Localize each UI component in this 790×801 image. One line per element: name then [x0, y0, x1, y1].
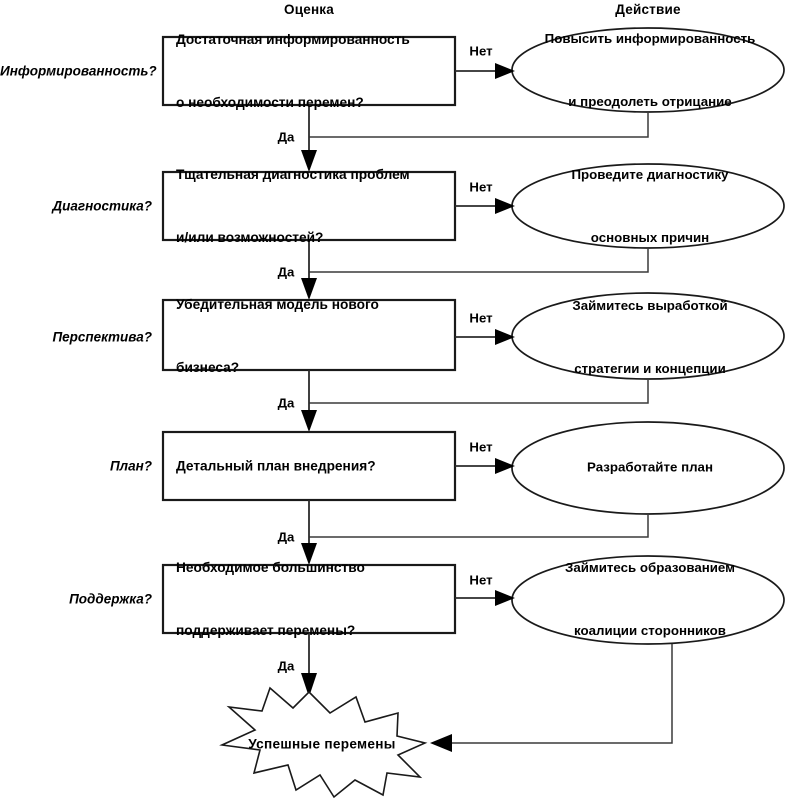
column-header-assessment: Оценка: [284, 2, 334, 17]
outcome-star[interactable]: [219, 686, 428, 799]
decision-box-2-line2: и/или возможностей?: [176, 230, 324, 245]
decision-box-5-line1: Необходимое большинство: [176, 560, 365, 575]
action-ellipse-2-text: Проведите диагностику основных причин: [520, 122, 780, 290]
row-label-perspective: Перспектива?: [52, 329, 152, 345]
action-ellipse-4-text: Разработайте план: [520, 415, 780, 520]
action-ellipse-3-text: Займитесь выработкой стратегии и концепц…: [520, 253, 780, 421]
decision-box-4[interactable]: [161, 430, 457, 502]
row-label-support: Поддержка?: [69, 591, 152, 607]
no-arrow-head-1: [495, 63, 515, 79]
yes-label-1: Да: [277, 129, 295, 145]
yes-arrow-head-1: [301, 150, 317, 172]
action-ellipse-5-text: Займитесь образованием коалиции сторонни…: [520, 515, 780, 683]
yes-arrow-head-5: [301, 673, 317, 697]
row-label-diagnosis: Диагностика?: [52, 198, 152, 214]
action-ellipse-2-line1: Проведите диагностику: [571, 167, 729, 182]
feedback-connector-1: [309, 112, 649, 138]
action-ellipse-3-line2: стратегии и концепции: [574, 361, 726, 376]
decision-box-3-line2: бизнеса?: [176, 360, 240, 375]
no-arrow-head-2: [495, 198, 515, 214]
no-label-3: Нет: [469, 310, 493, 326]
row-label-plan: План?: [109, 458, 152, 474]
no-label-4: Нет: [469, 439, 493, 455]
feedback-connector-2: [309, 248, 649, 273]
no-label-2: Нет: [469, 179, 493, 195]
no-arrow-head-4: [495, 458, 515, 474]
decision-box-2-line1: Тщательная диагностика проблем: [176, 167, 410, 182]
feedback-connector-4: [309, 514, 649, 538]
yes-label-4: Да: [277, 529, 295, 545]
action-ellipse-5[interactable]: [511, 555, 785, 645]
action-ellipse-4-line1: Разработайте план: [587, 459, 713, 475]
yes-arrow-head-3: [301, 410, 317, 432]
outcome-star-label: Успешные перемены: [248, 736, 396, 752]
decision-box-5[interactable]: [161, 563, 457, 635]
decision-box-2-text: Тщательная диагностика проблем и/или воз…: [176, 122, 456, 290]
outcome-arrow-head-side: [430, 734, 452, 752]
decision-box-1-line1: Достаточная информированность: [176, 32, 410, 47]
decision-box-3-text: Убедительная модель нового бизнеса?: [176, 252, 456, 420]
yes-arrow-head-2: [301, 278, 317, 300]
decision-box-1[interactable]: [161, 35, 457, 107]
yes-label-5: Да: [277, 658, 295, 674]
no-label-5: Нет: [469, 572, 493, 588]
feedback-connector-5: [452, 644, 673, 744]
action-ellipse-1-text: Повысить информированность и преодолеть …: [520, 0, 780, 154]
action-ellipse-5-line1: Займитесь образованием: [565, 560, 735, 575]
action-ellipse-5-line2: коалиции сторонников: [574, 623, 726, 638]
action-ellipse-1-line2: и преодолеть отрицание: [568, 94, 732, 109]
decision-box-4-line1: Детальный план внедрения?: [176, 458, 376, 474]
action-ellipse-2-line2: основных причин: [590, 230, 710, 245]
yes-label-3: Да: [277, 395, 295, 411]
yes-label-2: Да: [277, 264, 295, 280]
decision-box-5-line2: поддерживает перемены?: [176, 623, 356, 638]
no-label-1: Нет: [469, 43, 493, 59]
row-label-awareness: Информированность?: [0, 63, 157, 79]
no-arrow-head-5: [495, 590, 515, 606]
feedback-connector-3: [309, 379, 649, 404]
decision-box-3-line1: Убедительная модель нового: [176, 297, 379, 312]
yes-arrow-head-4: [301, 543, 317, 565]
no-arrow-head-3: [495, 329, 515, 345]
decision-box-1-text: Достаточная информированность о необходи…: [176, 0, 456, 155]
decision-box-1-line2: о необходимости перемен?: [176, 95, 364, 110]
column-header-action: Действие: [615, 2, 681, 17]
action-ellipse-3-line1: Займитесь выработкой: [572, 298, 728, 313]
action-ellipse-1-line1: Повысить информированность: [544, 31, 756, 46]
decision-box-4-text: Детальный план внедрения?: [176, 414, 456, 519]
decision-box-5-text: Необходимое большинство поддерживает пер…: [176, 515, 456, 683]
